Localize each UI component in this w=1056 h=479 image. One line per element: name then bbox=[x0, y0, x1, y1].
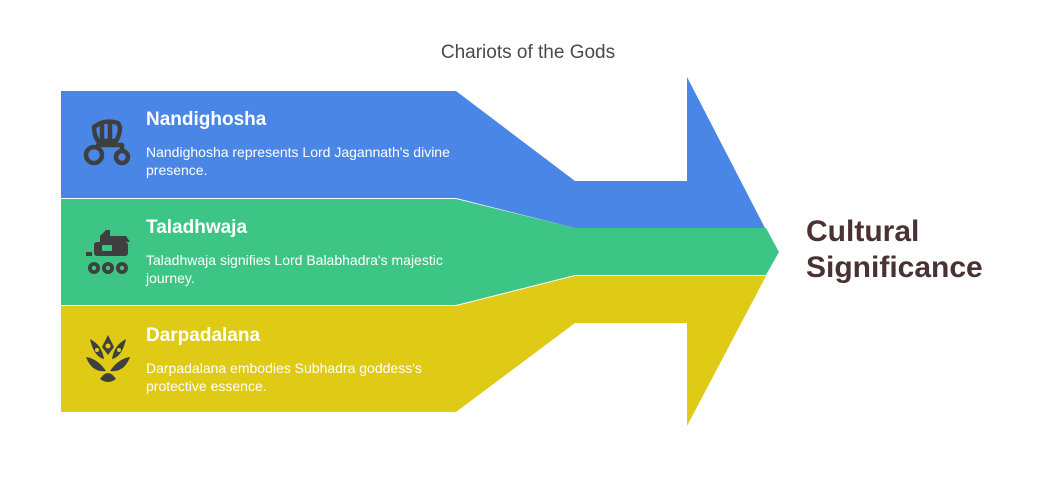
item-description: Nandighosha represents Lord Jagannath's … bbox=[146, 144, 450, 178]
band-darpadalana bbox=[61, 276, 766, 426]
item-description: Darpadalana embodies Subhadra goddess's … bbox=[146, 360, 422, 394]
outcome-label: Cultural Significance bbox=[806, 215, 983, 284]
diagram-title: Chariots of the Gods bbox=[440, 42, 616, 63]
item-taladhwaja: Taladhwaja Taladhwaja signifies Lord Bal… bbox=[146, 217, 456, 287]
chariot-icon bbox=[83, 119, 131, 166]
item-title: Darpadalana bbox=[146, 325, 261, 346]
band-nandighosha bbox=[61, 77, 765, 228]
item-darpadalana: Darpadalana Darpadalana embodies Subhadr… bbox=[146, 325, 456, 395]
wheeled-vehicle-icon bbox=[86, 230, 130, 274]
lotus-icon bbox=[86, 335, 130, 382]
item-description: Taladhwaja signifies Lord Balabhadra's m… bbox=[146, 252, 443, 286]
item-nandighosha: Nandighosha Nandighosha represents Lord … bbox=[146, 109, 456, 179]
item-title: Taladhwaja bbox=[146, 217, 248, 238]
item-title: Nandighosha bbox=[146, 109, 267, 130]
band-taladhwaja bbox=[61, 199, 779, 305]
